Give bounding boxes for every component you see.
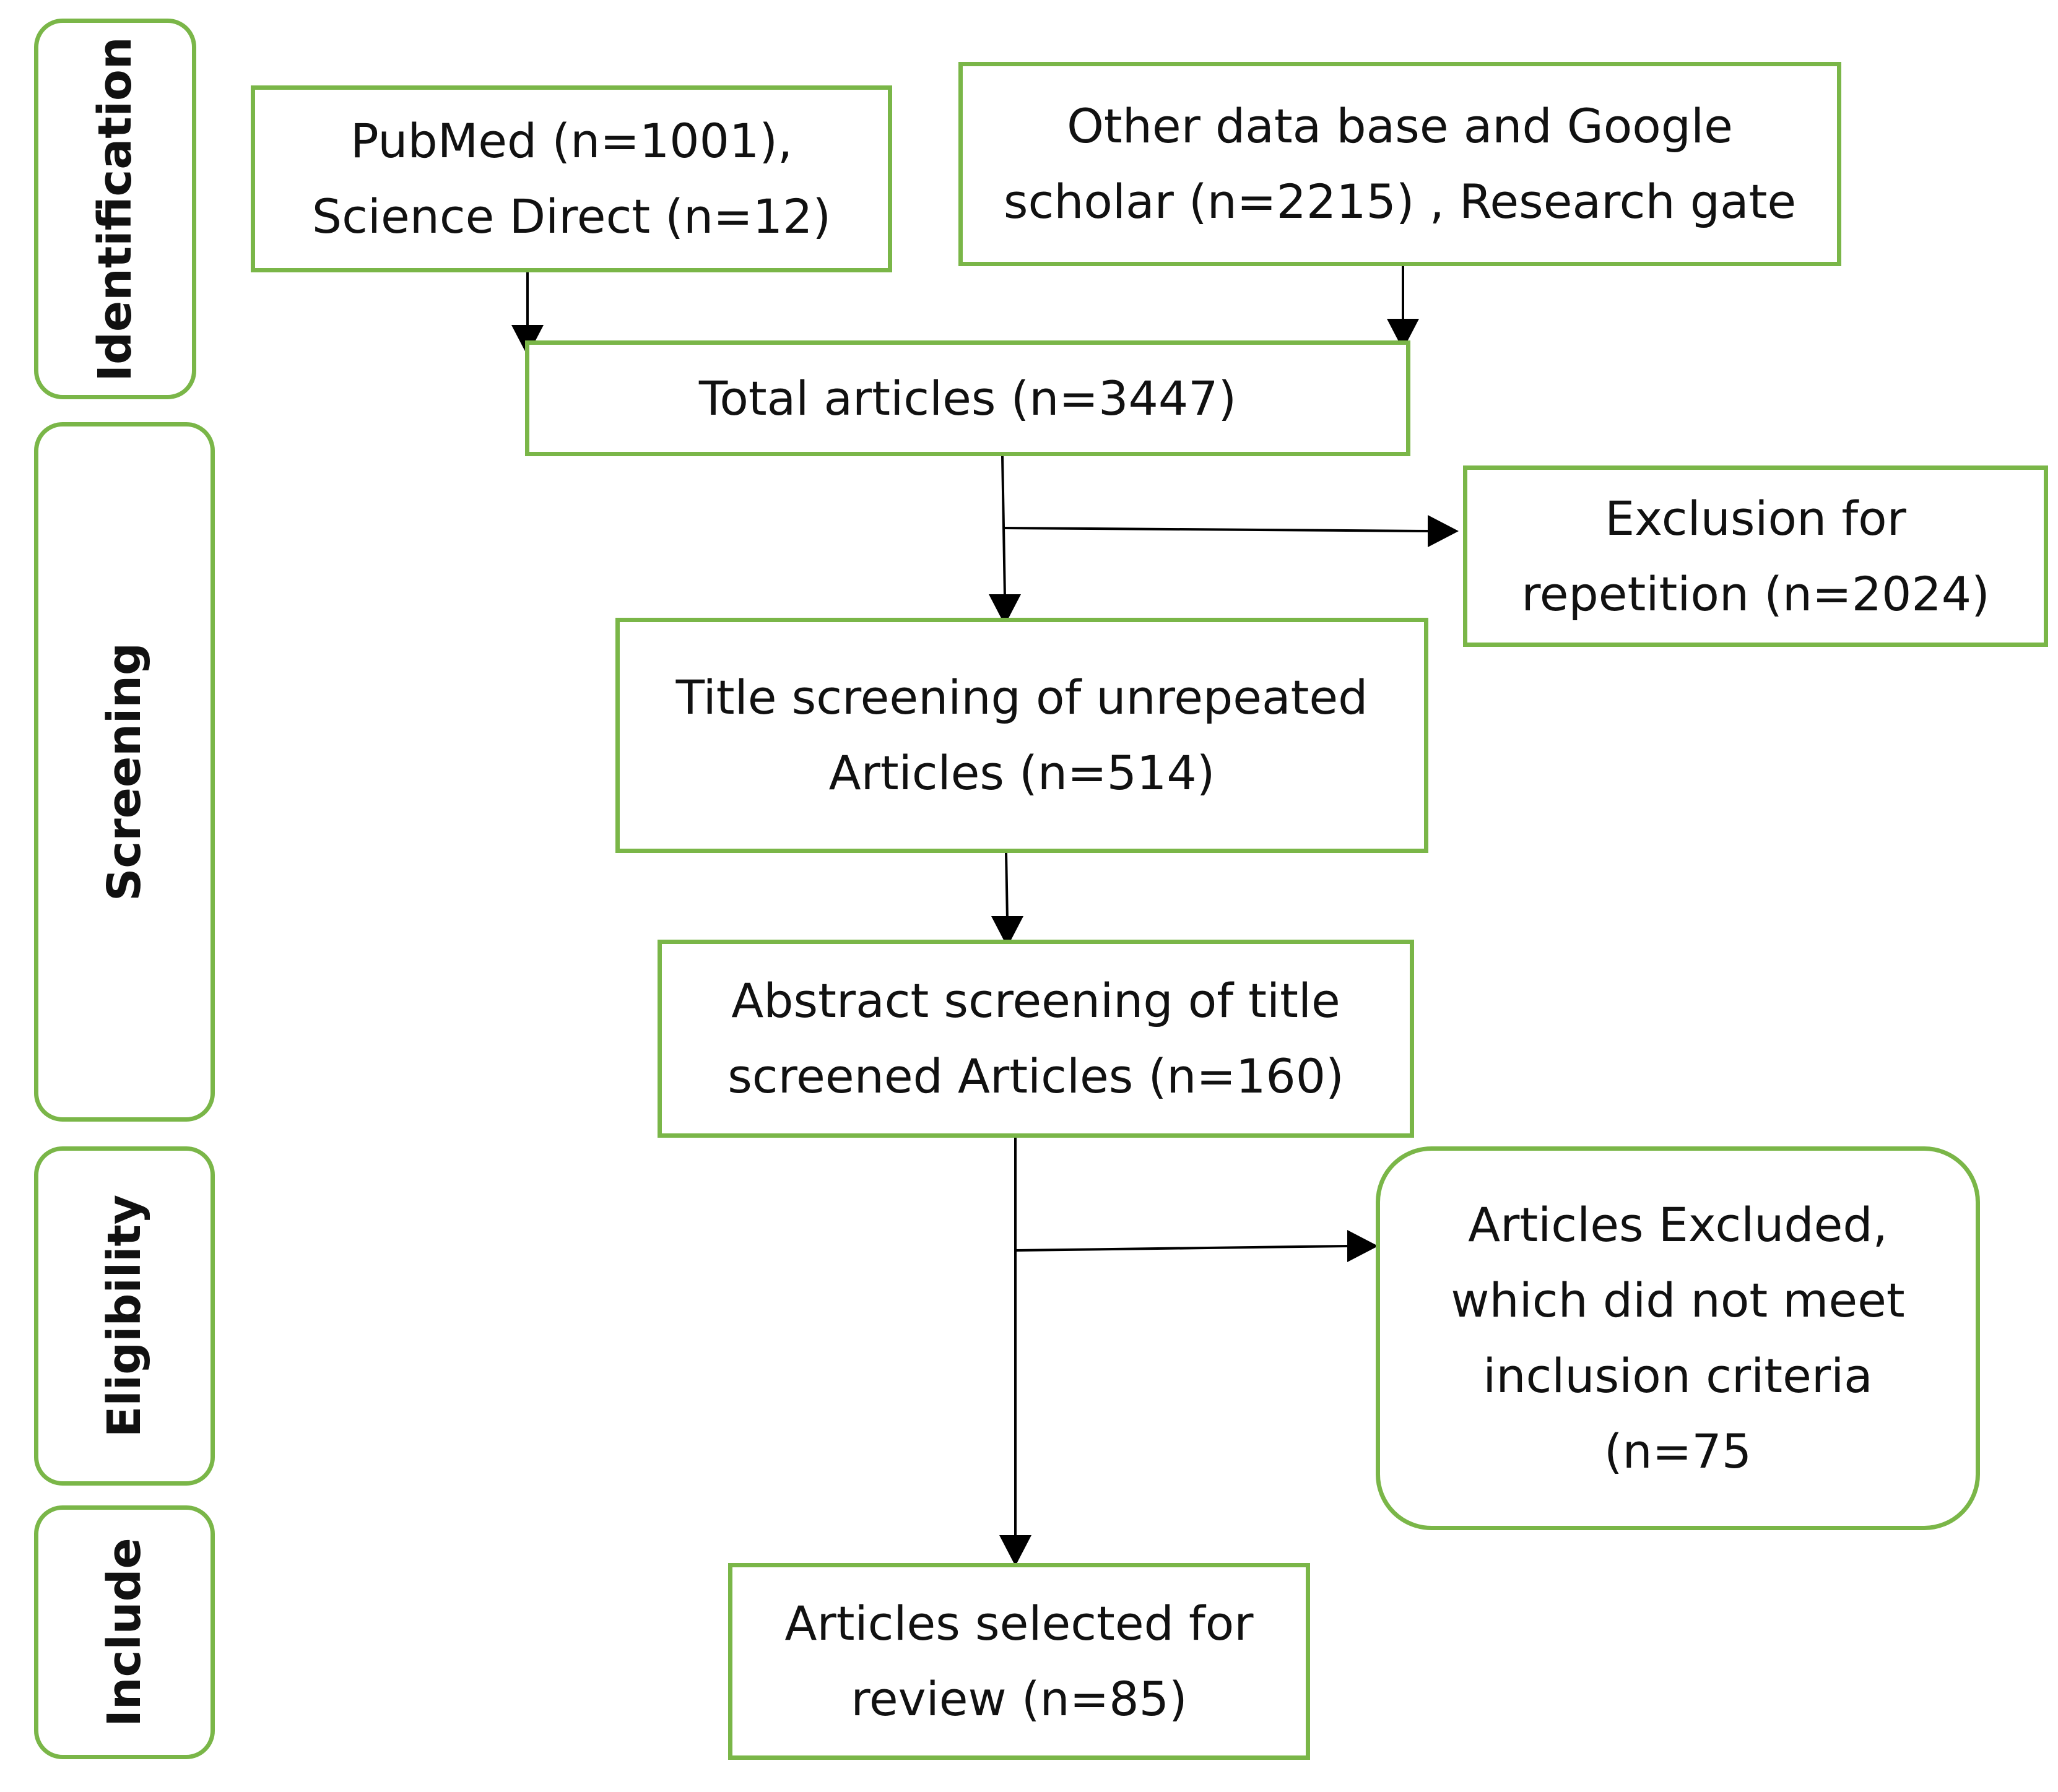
box-total-articles: Total articles (n=3447)	[525, 340, 1410, 456]
stage-include: Include	[34, 1505, 215, 1759]
box-line: (n=75	[1604, 1424, 1752, 1479]
box-line: Articles selected for	[784, 1596, 1254, 1651]
box-line: Other data base and Google	[1067, 98, 1733, 154]
box-line: PubMed (n=1001),	[350, 113, 793, 168]
stage-identification: Identification	[34, 19, 196, 399]
box-line: which did not meet	[1451, 1273, 1905, 1328]
stage-eligibility: Eligibility	[34, 1146, 215, 1486]
stage-label: Identification	[89, 36, 142, 382]
box-abstract-screening: Abstract screening of title screened Art…	[658, 940, 1414, 1138]
box-line: Title screening of unrepeated	[675, 670, 1368, 725]
box-line: Articles (n=514)	[828, 745, 1215, 800]
box-line: Total articles (n=3447)	[698, 370, 1237, 426]
box-articles-selected: Articles selected for review (n=85)	[728, 1563, 1310, 1760]
stage-label: Eligibility	[98, 1194, 151, 1438]
box-line: repetition (n=2024)	[1521, 566, 1990, 621]
box-line: inclusion criteria	[1483, 1348, 1873, 1403]
arrowhead-title	[989, 594, 1021, 625]
stage-label: Screening	[98, 643, 151, 901]
box-line: Articles Excluded,	[1468, 1197, 1888, 1252]
stage-label: Include	[98, 1538, 151, 1727]
arrow-to-excluded	[1015, 1245, 1350, 1252]
arrowhead-excluded	[1347, 1230, 1378, 1262]
arrow-total-to-title	[1001, 456, 1006, 598]
box-line: Abstract screening of title	[731, 973, 1340, 1028]
box-pubmed: PubMed (n=1001), Science Direct (n=12)	[251, 85, 892, 272]
box-line: Science Direct (n=12)	[311, 189, 831, 244]
box-exclusion-repetition: Exclusion for repetition (n=2024)	[1463, 465, 2048, 647]
arrow-to-exclusion	[1003, 527, 1431, 532]
arrowhead-other	[1387, 319, 1419, 350]
arrowhead-selected	[999, 1535, 1031, 1566]
arrowhead-exclusion	[1428, 515, 1459, 547]
box-line: scholar (n=2215) , Research gate	[1003, 174, 1797, 229]
arrowhead-abstract	[991, 916, 1023, 947]
box-line: screened Articles (n=160)	[727, 1049, 1344, 1104]
stage-screening: Screening	[34, 422, 215, 1122]
box-line: Exclusion for	[1605, 490, 1906, 546]
box-title-screening: Title screening of unrepeated Articles (…	[615, 618, 1428, 853]
box-articles-excluded: Articles Excluded, which did not meet in…	[1376, 1146, 1980, 1530]
box-other-databases: Other data base and Google scholar (n=22…	[958, 62, 1841, 266]
box-line: review (n=85)	[851, 1671, 1187, 1726]
